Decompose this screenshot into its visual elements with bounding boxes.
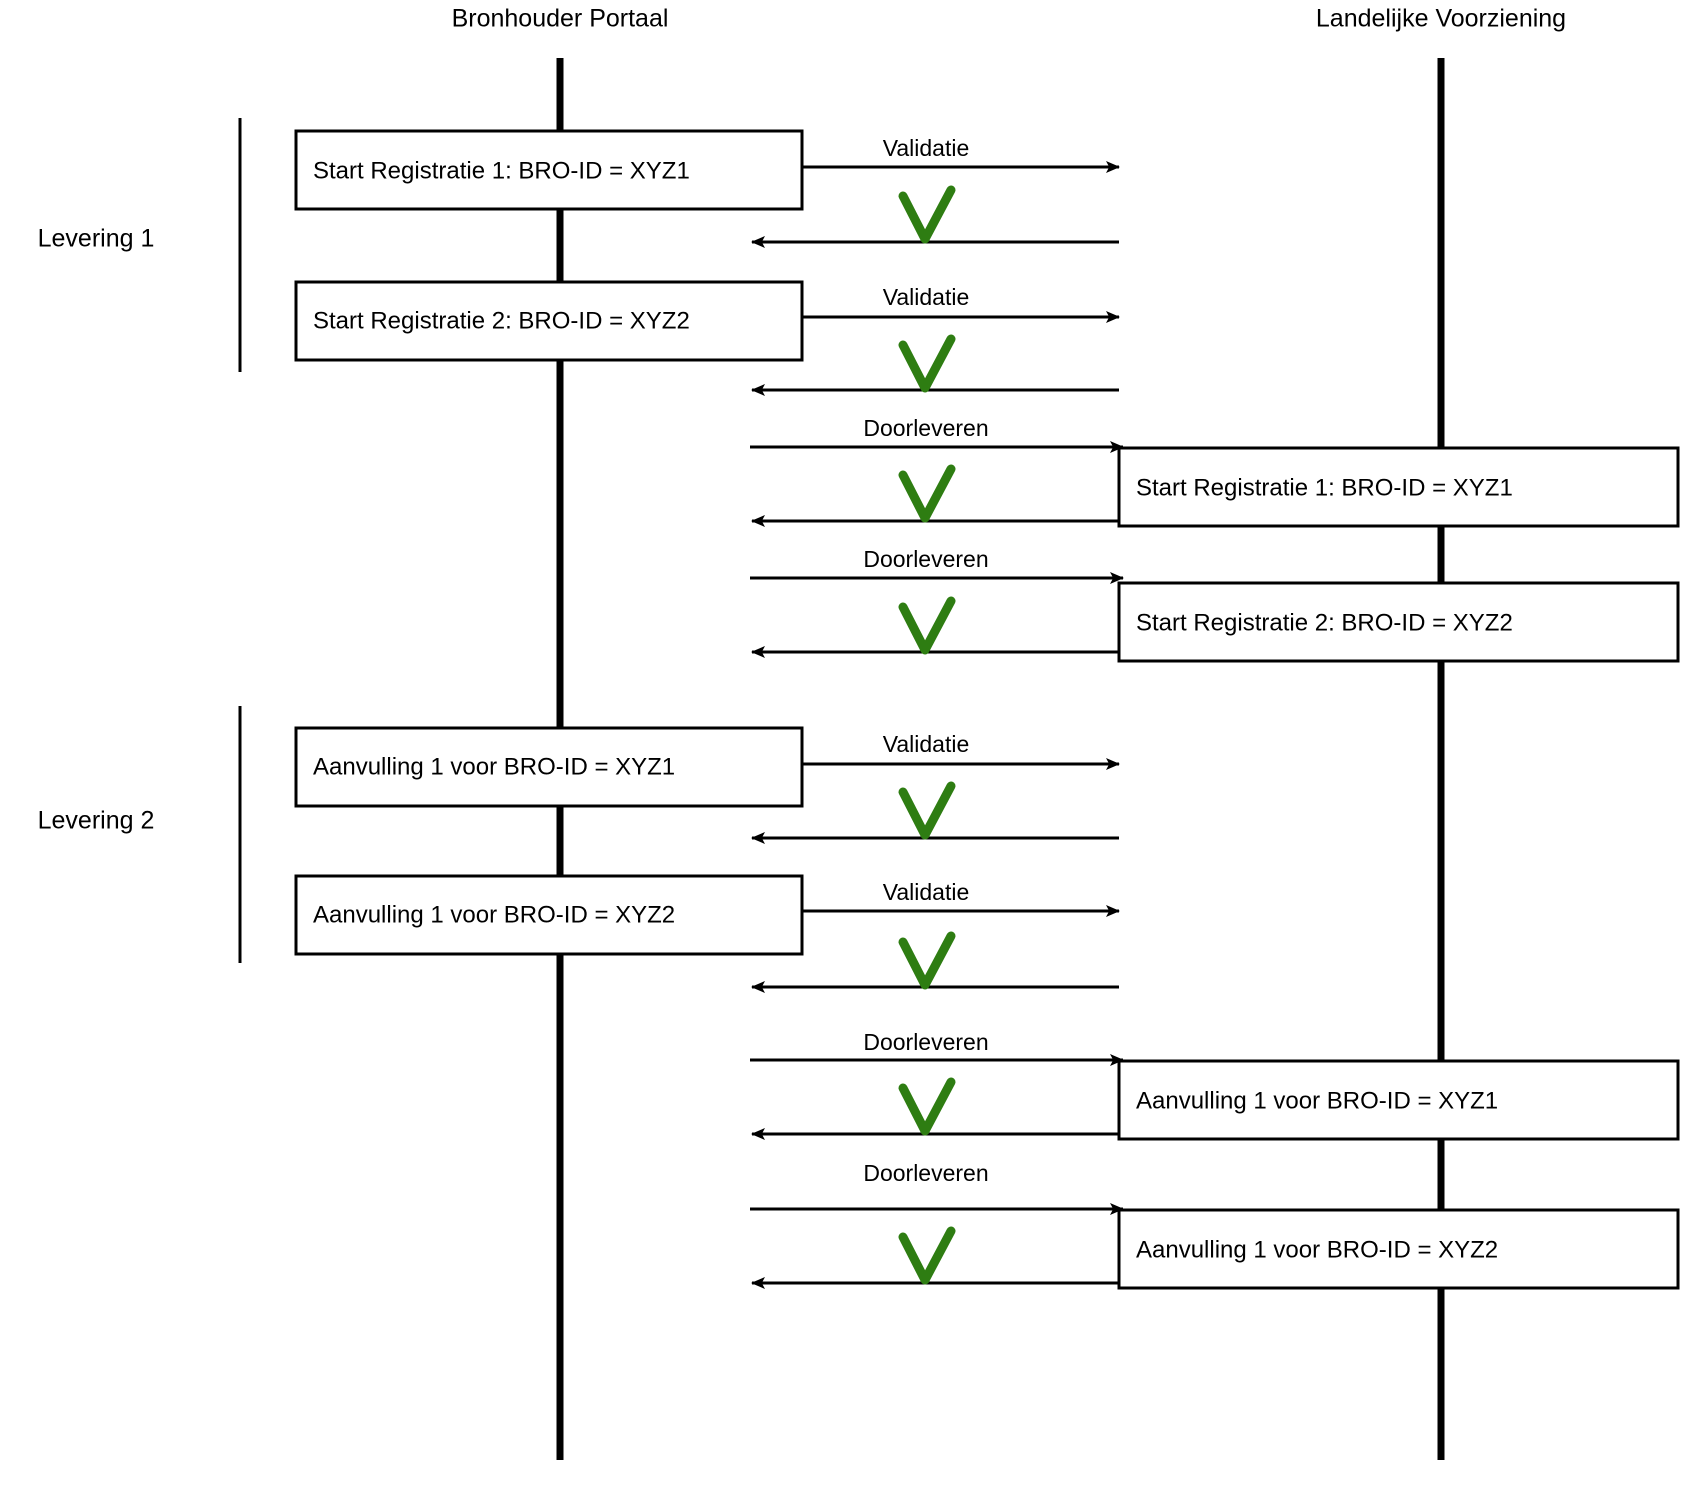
lane-title-left: Bronhouder Portaal: [452, 5, 669, 33]
activation-box-right-4[interactable]: Aanvulling 1 voor BRO-ID = XYZ2: [1117, 1208, 1680, 1290]
activation-box-left-4[interactable]: Aanvulling 1 voor BRO-ID = XYZ2: [294, 874, 804, 956]
message-label-validatie-1: Validatie: [883, 135, 970, 161]
check-icon-delivery-ok-3: [898, 1077, 956, 1136]
activation-box-right-2[interactable]: Start Registratie 2: BRO-ID = XYZ2: [1117, 581, 1680, 663]
activation-box-right-1[interactable]: Start Registratie 1: BRO-ID = XYZ1: [1117, 446, 1680, 528]
check-icon-delivery-ok-2: [898, 596, 956, 655]
activation-box-right-3[interactable]: Aanvulling 1 voor BRO-ID = XYZ1: [1117, 1059, 1680, 1141]
check-icon-validation-ok-2: [898, 334, 956, 393]
message-label-validatie-4: Validatie: [883, 879, 970, 905]
message-label-doorleveren-2: Doorleveren: [863, 546, 988, 572]
checkmarks-layer: [898, 185, 956, 1285]
lane-headers: Bronhouder Portaal Landelijke Voorzienin…: [452, 5, 1567, 33]
activation-boxes-right: Start Registratie 1: BRO-ID = XYZ1 Start…: [1117, 446, 1680, 1290]
activation-boxes-left: Start Registratie 1: BRO-ID = XYZ1 Start…: [294, 129, 804, 956]
check-icon-validation-ok-1: [898, 185, 956, 244]
message-label-validatie-2: Validatie: [883, 284, 970, 310]
check-icon-delivery-ok-1: [898, 464, 956, 523]
group-label-levering-2: Levering 2: [38, 807, 155, 835]
group-brackets-layer: Levering 1 Levering 2: [38, 118, 242, 963]
activation-box-right-2-label: Start Registratie 2: BRO-ID = XYZ2: [1136, 609, 1513, 636]
message-label-doorleveren-3: Doorleveren: [863, 1029, 988, 1055]
activation-box-left-3-label: Aanvulling 1 voor BRO-ID = XYZ1: [313, 753, 675, 780]
group-label-levering-1: Levering 1: [38, 225, 155, 253]
activation-box-left-2[interactable]: Start Registratie 2: BRO-ID = XYZ2: [294, 280, 804, 362]
activation-box-left-1-label: Start Registratie 1: BRO-ID = XYZ1: [313, 157, 690, 184]
activation-box-left-2-label: Start Registratie 2: BRO-ID = XYZ2: [313, 307, 690, 334]
lane-title-right: Landelijke Voorziening: [1316, 5, 1566, 33]
check-icon-delivery-ok-4: [898, 1226, 956, 1285]
message-label-doorleveren-4: Doorleveren: [863, 1160, 988, 1186]
message-label-doorleveren-1: Doorleveren: [863, 415, 988, 441]
activation-box-right-1-label: Start Registratie 1: BRO-ID = XYZ1: [1136, 474, 1513, 501]
activation-box-left-4-label: Aanvulling 1 voor BRO-ID = XYZ2: [313, 901, 675, 928]
activation-box-left-3[interactable]: Aanvulling 1 voor BRO-ID = XYZ1: [294, 726, 804, 808]
check-icon-validation-ok-4: [898, 931, 956, 990]
activation-box-left-1[interactable]: Start Registratie 1: BRO-ID = XYZ1: [294, 129, 804, 211]
message-label-validatie-3: Validatie: [883, 731, 970, 757]
activation-box-right-3-label: Aanvulling 1 voor BRO-ID = XYZ1: [1136, 1087, 1498, 1114]
messages-layer: Validatie Validatie Doorleveren Doorleve…: [750, 135, 1124, 1289]
check-icon-validation-ok-3: [898, 781, 956, 840]
activation-box-right-4-label: Aanvulling 1 voor BRO-ID = XYZ2: [1136, 1236, 1498, 1263]
